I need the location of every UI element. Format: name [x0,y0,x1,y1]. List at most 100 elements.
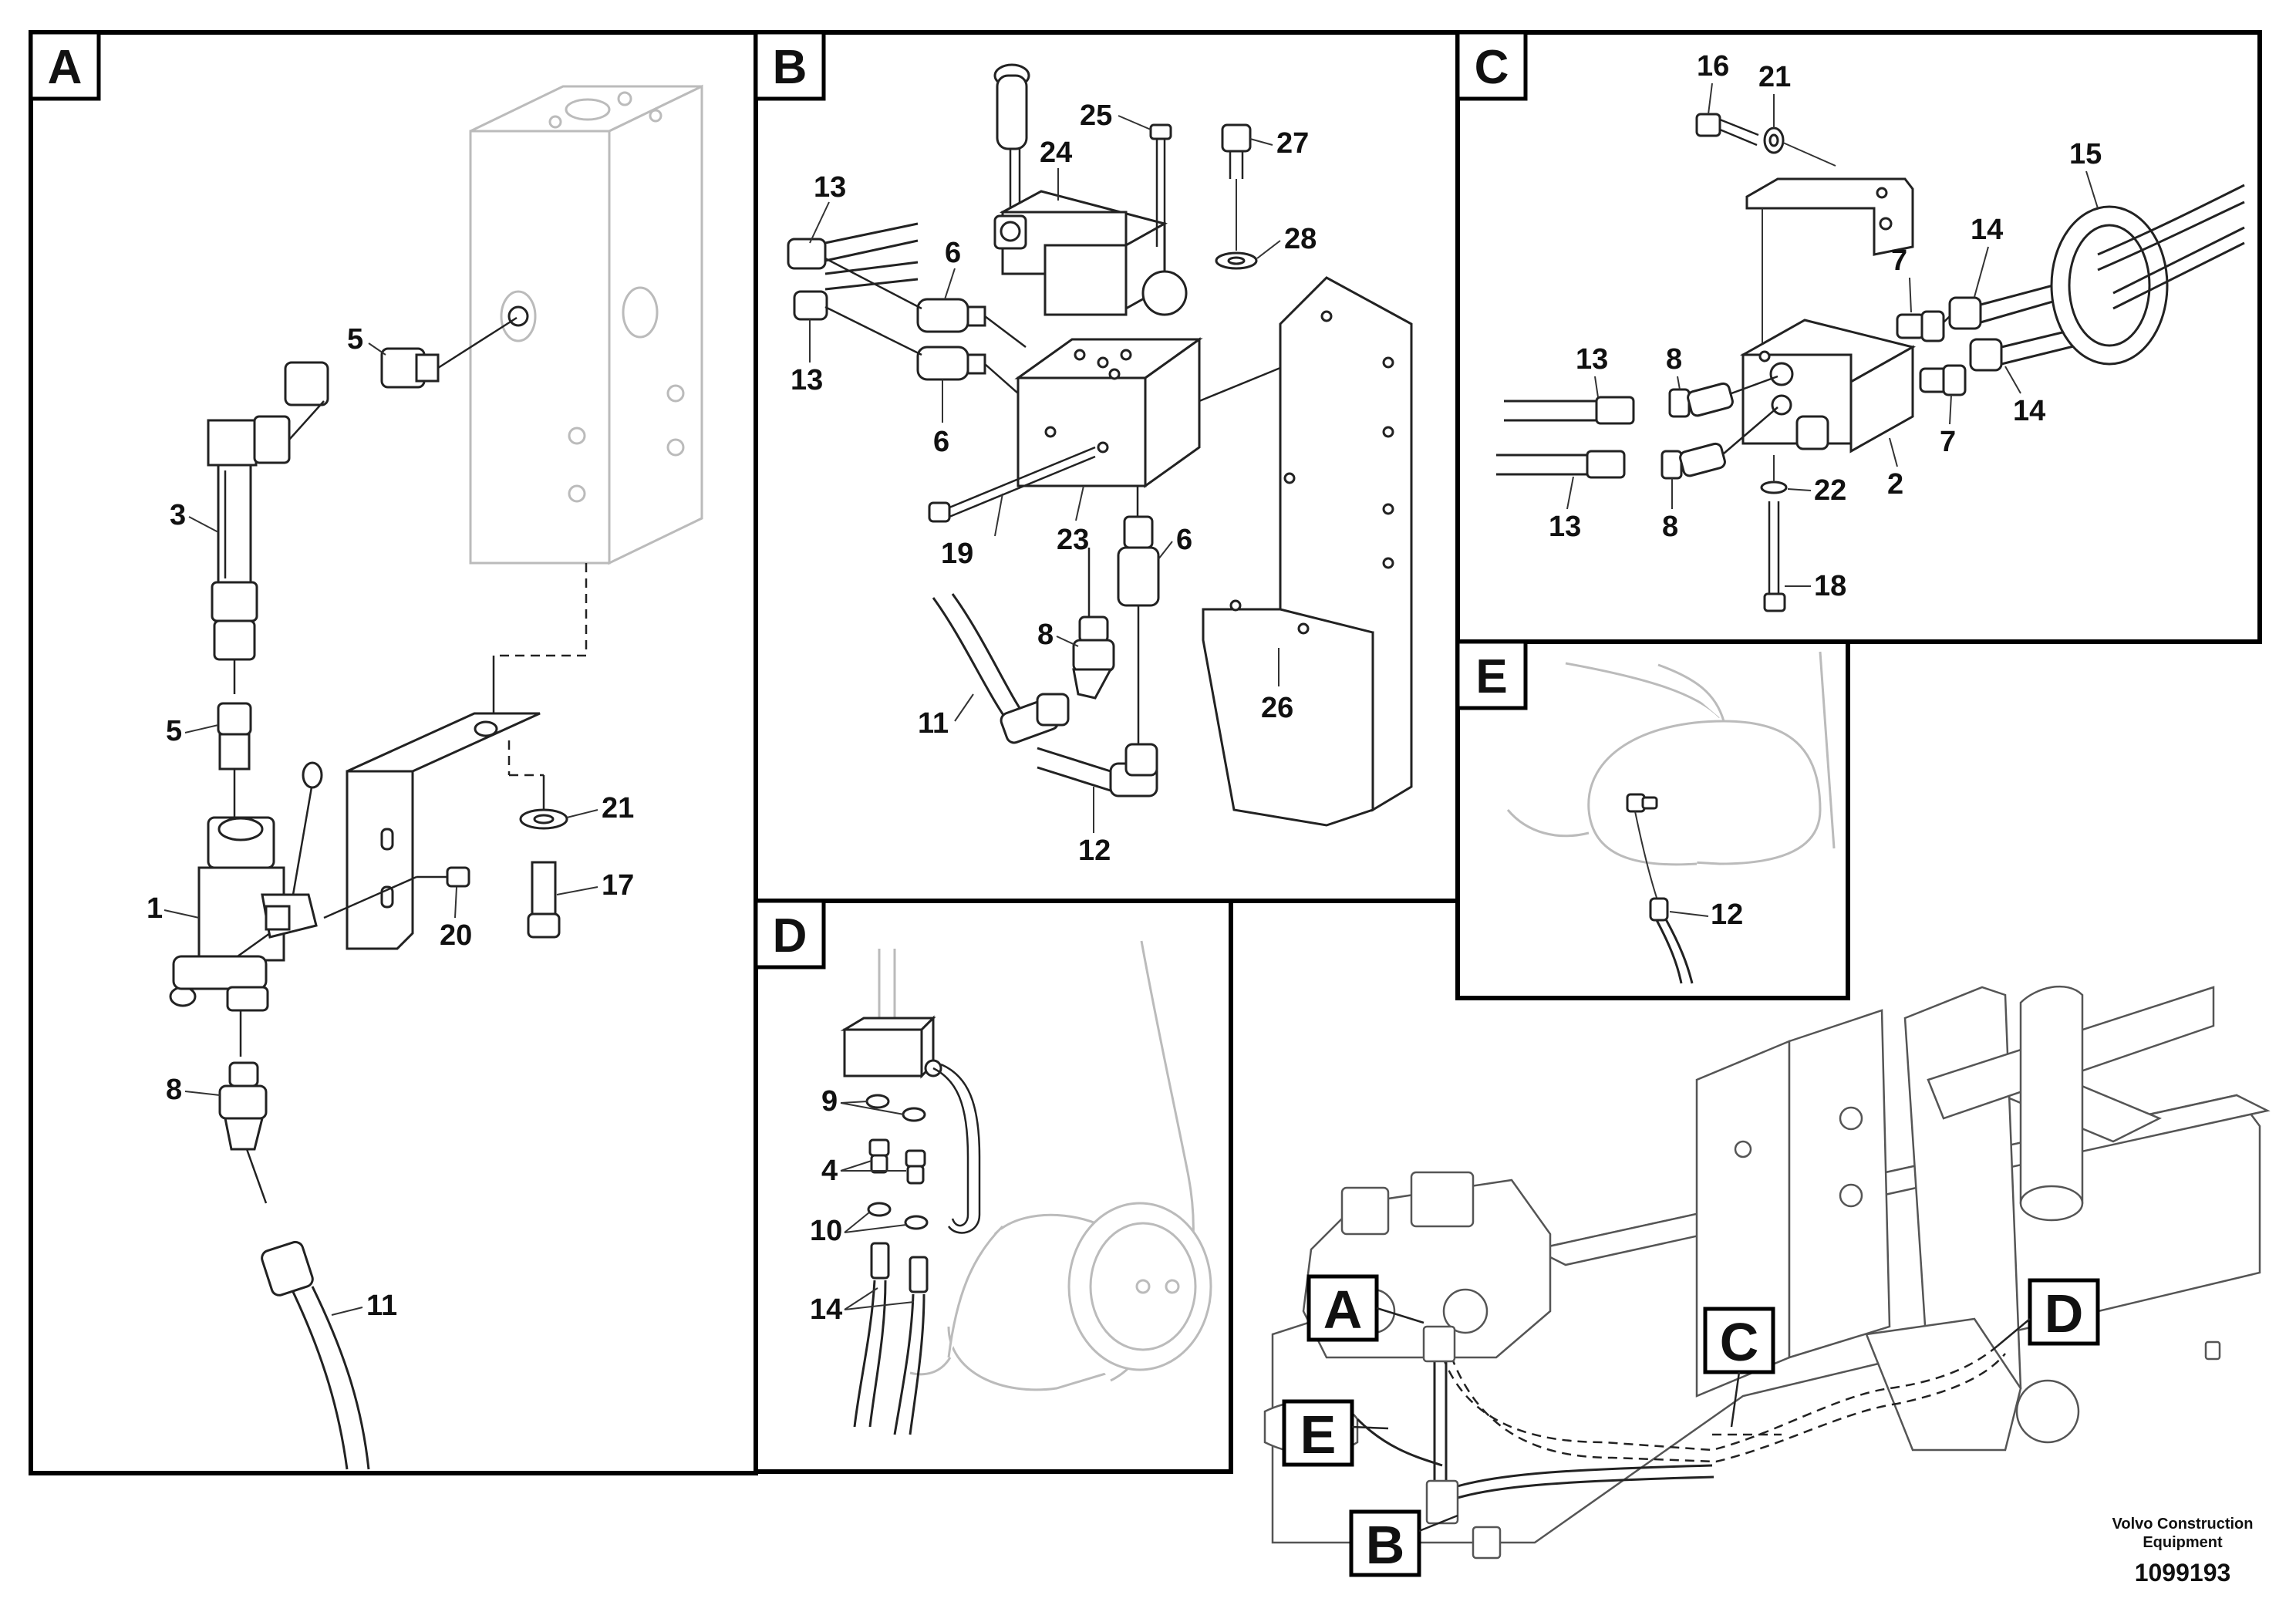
callout-c-8-upper: 8 [1666,343,1682,376]
valve-manifold-block [469,84,703,565]
callout-c-15: 15 [2069,138,2102,170]
bolt-16-washer-21 [1695,113,1836,167]
brand-line1: Volvo Construction [2112,1516,2254,1533]
callout-c-13-upper: 13 [1576,343,1608,376]
panel-d-callouts: 9 4 10 14 [810,1085,915,1326]
bolt-19 [928,446,1096,523]
panel-a-letter: A [48,41,83,94]
washers-10 [867,1202,929,1230]
callout-a-17: 17 [602,869,634,902]
callout-c-16: 16 [1697,50,1729,83]
bolt-27-washer-28 [1215,123,1258,270]
hose-12 [1037,743,1158,798]
callout-c-8-lower: 8 [1662,511,1678,543]
callout-b-11: 11 [918,707,949,740]
shutoff-valve-1 [169,761,323,1057]
callout-b-13-upper: 13 [814,171,846,204]
callout-d-4: 4 [821,1155,838,1187]
panel-b-callouts: 13 13 24 25 27 28 6 6 6 23 19 8 11 [791,99,1317,867]
brand-line2: Equipment [2143,1534,2223,1551]
panel-e-frame [1455,639,1850,1000]
valve-block-2 [1739,319,1917,454]
callout-c-13-lower: 13 [1549,511,1581,543]
washer-22-bolt-18 [1760,455,1788,612]
callout-b-26: 26 [1261,692,1293,724]
hoses-14-d [853,1242,929,1435]
overview-markers: A B C D E [1282,1274,2100,1577]
callout-d-9: 9 [821,1085,838,1118]
check-valve-6-middle [916,346,1019,394]
callout-a-3: 3 [170,499,186,531]
callout-a-20: 20 [440,919,472,952]
adapters-4 [868,1138,926,1185]
panel-a-tab [29,30,101,101]
hoses-13 [787,222,922,356]
washers-9 [865,1094,926,1122]
adapter-fitting-5-lower [217,702,252,818]
adapter-fitting-5-upper [380,316,518,389]
mounting-bracket-c [1745,177,1914,355]
sensor-hose-12 [1626,793,1694,984]
callout-b-25: 25 [1080,99,1112,132]
callout-c-22: 22 [1814,474,1846,507]
callout-a-5-upper: 5 [347,323,363,356]
callout-b-12: 12 [1078,835,1111,867]
panel-e-callouts: 12 [1669,899,1743,931]
footer: Volvo Construction Equipment 1099193 [2112,1516,2254,1587]
svg-text:A: A [1323,1280,1363,1340]
elbow-fitting-8-hose-11 [932,548,1115,744]
washer-21-bolt-17 [519,808,568,939]
hoses-14-grommet-15 [1948,184,2245,372]
cylinder-outline [878,940,1212,1391]
fitting-7-upper [1896,310,1952,342]
callout-b-24: 24 [1040,137,1072,169]
panel-a-callouts: 5 3 5 1 8 11 20 21 17 [147,323,634,1322]
panel-b-letter: B [773,41,807,94]
machine-overview [1263,985,2271,1560]
doc-number: 1099193 [2135,1559,2231,1587]
marker-c: C [1703,1307,1775,1428]
callout-a-1: 1 [147,892,163,925]
panel-b: B [754,30,1460,903]
panel-c-callouts: 16 21 15 14 14 7 7 13 13 8 8 2 22 [1549,50,2102,602]
callout-b-6-middle: 6 [933,426,949,458]
callout-b-27: 27 [1276,127,1309,160]
tank-outline [1506,651,1836,866]
callout-b-23: 23 [1057,524,1089,556]
panel-a: A [29,30,758,1475]
panel-d-letter: D [773,909,807,963]
fittings-8-hoses-13 [1496,375,1778,480]
panel-d: D [754,899,1233,1474]
manual-valve-24 [993,63,1188,316]
svg-text:C: C [1720,1312,1759,1372]
marker-d: D [1997,1278,2100,1347]
panel-b-tab [754,30,826,101]
svg-text:D: D [2045,1283,2084,1344]
svg-text:B: B [1366,1515,1405,1575]
callout-b-6-lower: 6 [1176,524,1192,556]
panel-c: C [1455,30,2262,644]
panel-c-frame [1455,30,2262,644]
support-bracket-26 [1202,276,1413,827]
bolt-20 [323,866,470,919]
hose-11 [261,1240,370,1470]
panel-c-tab [1455,30,1528,101]
callout-b-19: 19 [941,538,973,570]
callout-b-6-upper: 6 [945,237,961,269]
valve-block-23 [1014,332,1366,488]
callout-a-21: 21 [602,792,634,824]
callout-d-14: 14 [810,1293,842,1326]
callout-a-8: 8 [166,1074,182,1106]
callout-c-14-lower: 14 [2013,395,2045,427]
hose-assembly-3 [207,361,329,694]
check-valve-6-lower [1117,486,1160,748]
callout-a-5-lower: 5 [166,715,182,747]
svg-text:E: E [1300,1404,1337,1465]
callout-c-2: 2 [1887,468,1903,501]
callout-c-18: 18 [1814,570,1846,602]
callout-c-14-upper: 14 [1971,214,2003,246]
marker-a: A [1306,1274,1424,1342]
panel-d-tab [754,899,826,969]
callout-c-7-upper: 7 [1891,244,1907,277]
